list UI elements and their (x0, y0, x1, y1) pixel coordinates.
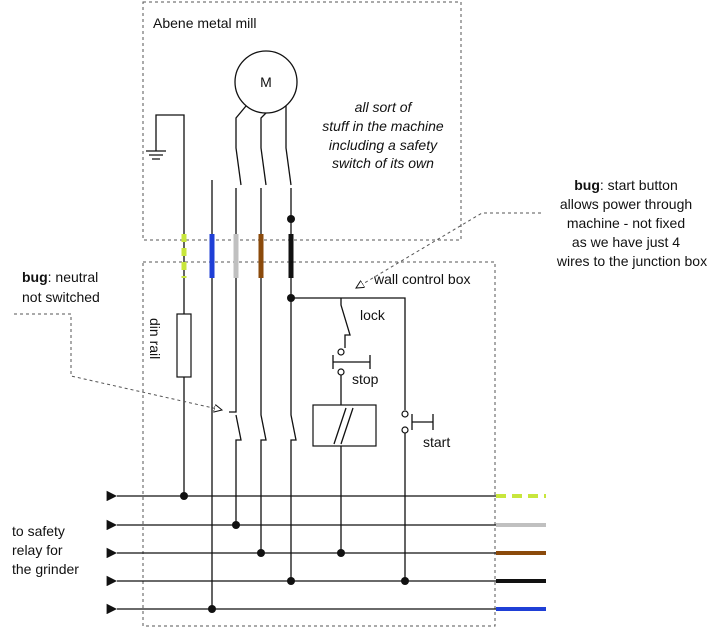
machine-note: all sort of stuff in the machine includi… (322, 99, 444, 171)
relay-coil (312, 404, 377, 447)
din-rail-label: din rail (147, 318, 163, 359)
output-terminals (496, 494, 546, 611)
stop-button-symbol (332, 348, 371, 376)
mill-title: Abene metal mill (153, 15, 257, 31)
svg-text:not switched: not switched (22, 289, 100, 305)
svg-text:bug: neutral: bug: neutral (22, 269, 98, 285)
color-wire-segments (181, 234, 294, 278)
svg-text:all sort of: all sort of (355, 99, 414, 115)
motor-label: M (260, 74, 272, 90)
svg-text:wires to the junction box: wires to the junction box (556, 253, 707, 269)
svg-text:stuff in the machine: stuff in the machine (322, 118, 444, 134)
stop-label: stop (352, 371, 379, 387)
svg-text:as we have just 4: as we have just 4 (572, 234, 680, 250)
mill-enclosure (142, 1, 462, 241)
motor-leads (235, 105, 292, 186)
start-button-symbol (401, 410, 434, 434)
svg-text:to safety: to safety (12, 523, 65, 539)
lock-label: lock (360, 307, 386, 323)
svg-text:allows power through: allows power through (560, 196, 692, 212)
svg-text:switch of its own: switch of its own (332, 155, 434, 171)
output-buses (106, 490, 496, 615)
start-label: start (423, 434, 450, 450)
control-circuit (291, 297, 406, 581)
vertical-wires (183, 180, 297, 609)
junction-dot (287, 215, 295, 223)
svg-text:the grinder: the grinder (12, 561, 79, 577)
svg-text:bug: start button: bug: start button (574, 177, 677, 193)
bus-junction-dots (180, 492, 409, 613)
svg-text:including a safety: including a safety (329, 137, 438, 153)
destination-label: to safety relay for the grinder (12, 523, 79, 577)
start-bug-note: bug: start button allows power through m… (556, 177, 707, 269)
svg-text:machine - not fixed: machine - not fixed (567, 215, 685, 231)
start-bug-pointer (356, 212, 541, 288)
control-box-enclosure (142, 261, 496, 627)
control-box-title: wall control box (373, 271, 471, 287)
din-rail-fuse (176, 313, 192, 378)
ground-symbol (146, 114, 185, 230)
svg-text:relay for: relay for (12, 542, 63, 558)
neutral-bug-note: bug: neutral not switched (22, 269, 100, 305)
